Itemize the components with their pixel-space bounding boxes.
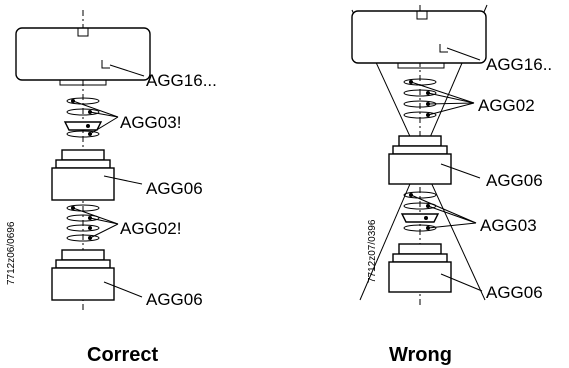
correct-drawing-code: 7712z06/0696	[6, 221, 17, 285]
correct-label-top-cover: AGG16...	[146, 71, 217, 90]
correct-top-cover	[15, 27, 151, 86]
wrong-housing-2	[388, 243, 452, 293]
correct-seal-set-2	[66, 204, 100, 242]
wrong-label-housing-2: AGG06	[486, 283, 543, 302]
correct-label-seals-2: AGG02!	[120, 219, 181, 238]
correct-seal-set-1	[63, 97, 103, 138]
wrong-leader-lines	[410, 47, 483, 292]
correct-label-housing-1: AGG06	[146, 179, 203, 198]
correct-assembly: AGG16... AGG03! AGG06 AGG02! AGG06 7712z…	[6, 10, 217, 366]
wrong-label-top-cover: AGG16..	[486, 55, 552, 74]
wrong-label-seals-1: AGG02	[478, 96, 535, 115]
wrong-drawing-code: 7712z07/0396	[367, 219, 378, 283]
wrong-top-cover	[351, 10, 487, 69]
correct-leader-lines	[72, 64, 145, 298]
correct-housing-2	[51, 249, 115, 301]
wrong-housing-1	[388, 135, 452, 185]
correct-housing-1	[51, 149, 115, 201]
wrong-assembly: AGG16.. AGG02 AGG06 AGG03 AGG06 7712z07/…	[351, 4, 552, 366]
wrong-label-housing-1: AGG06	[486, 171, 543, 190]
correct-caption: Correct	[87, 344, 158, 366]
correct-label-housing-2: AGG06	[146, 290, 203, 309]
wrong-caption: Wrong	[389, 344, 452, 366]
correct-label-seals-1: AGG03!	[120, 113, 181, 132]
wrong-label-seals-2: AGG03	[480, 216, 537, 235]
